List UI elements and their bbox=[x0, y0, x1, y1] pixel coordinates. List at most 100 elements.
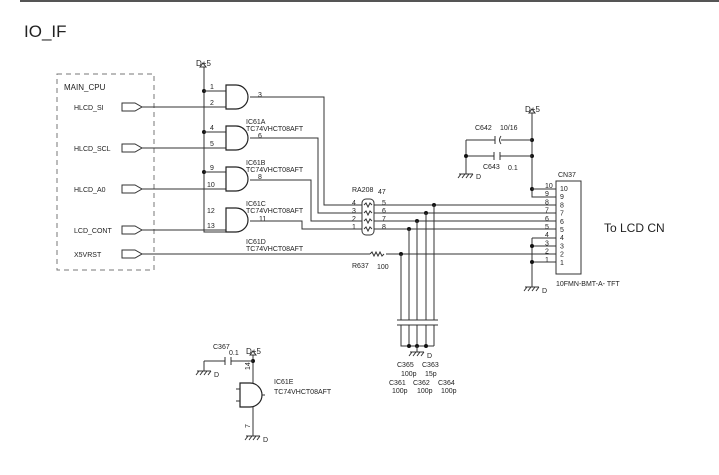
power-symbol-d5: D+5 bbox=[196, 59, 211, 68]
svg-text:C365: C365 bbox=[397, 362, 414, 369]
cn37-pin-outer-7: 7 bbox=[545, 208, 549, 215]
cn37-pins bbox=[531, 237, 556, 287]
svg-text:C362: C362 bbox=[413, 380, 430, 387]
and-gate-ic61c: 9 10 8 IC61C TC74VHCT08AFT bbox=[142, 165, 304, 215]
and-gate-ic61d: 12 13 11 IC61D TC74VHCT08AFT bbox=[142, 207, 304, 253]
svg-text:100p: 100p bbox=[401, 371, 417, 378]
svg-text:C361: C361 bbox=[389, 380, 406, 387]
svg-text:2: 2 bbox=[210, 100, 214, 107]
svg-text:5: 5 bbox=[210, 141, 214, 148]
cn37-pin-inner-6: 6 bbox=[560, 219, 564, 226]
svg-text:LCD_CONT: LCD_CONT bbox=[74, 228, 112, 235]
main-cpu-block bbox=[56, 73, 155, 271]
svg-text:D: D bbox=[427, 353, 432, 360]
svg-text:8: 8 bbox=[382, 224, 386, 231]
svg-text:1: 1 bbox=[210, 84, 214, 91]
svg-text:IC61E: IC61E bbox=[274, 379, 294, 386]
svg-text:4: 4 bbox=[210, 125, 214, 132]
svg-text:TC74VHCT08AFT: TC74VHCT08AFT bbox=[246, 126, 304, 133]
svg-text:6: 6 bbox=[258, 133, 262, 140]
svg-text:HLCD_A0: HLCD_A0 bbox=[74, 187, 106, 194]
svg-text:0.1: 0.1 bbox=[229, 350, 239, 357]
cn37-pin-inner-5: 5 bbox=[560, 227, 564, 234]
capacitor-c367: C367 0.1 bbox=[204, 344, 253, 365]
svg-text:100p: 100p bbox=[417, 388, 433, 395]
svg-text:IC61D: IC61D bbox=[246, 239, 266, 246]
svg-text:TC74VHCT08AFT: TC74VHCT08AFT bbox=[246, 208, 304, 215]
cn37-pin-outer-10: 10 bbox=[545, 183, 553, 190]
cn37-pin-inner-4: 4 bbox=[560, 235, 564, 242]
svg-text:10/16: 10/16 bbox=[500, 125, 518, 132]
cn37-pin-outer-6: 6 bbox=[545, 216, 549, 223]
svg-text:12: 12 bbox=[207, 208, 215, 215]
svg-text:RA208: RA208 bbox=[352, 187, 374, 194]
power-symbol-d5-ic61e: D+5 bbox=[246, 347, 261, 356]
cn37-pin-inner-1: 1 bbox=[560, 260, 564, 267]
svg-text:100: 100 bbox=[377, 264, 389, 271]
resistor-array-ra208: RA208 47 4 3 2 1 5 6 7 8 bbox=[352, 187, 386, 236]
cn37-pin-inner-9: 9 bbox=[560, 194, 564, 201]
to-lcd-label: To LCD CN bbox=[604, 221, 665, 235]
and-gate-ic61b: 4 5 6 IC61B TC74VHCT08AFT bbox=[142, 125, 304, 174]
svg-text:15p: 15p bbox=[425, 371, 437, 378]
and-gate-ic61a: 1 2 3 IC61A TC74VHCT08AFT bbox=[142, 84, 304, 133]
cn37-pin-inner-10: 10 bbox=[560, 186, 568, 193]
cn37-pin-outer-8: 8 bbox=[545, 199, 549, 206]
cn37-pin-inner-2: 2 bbox=[560, 252, 564, 259]
cpu-port-x5vrst: X5VRST bbox=[74, 249, 144, 259]
svg-text:4: 4 bbox=[352, 200, 356, 207]
svg-text:C367: C367 bbox=[213, 344, 230, 351]
svg-text:9: 9 bbox=[210, 165, 214, 172]
svg-text:0.1: 0.1 bbox=[508, 165, 518, 172]
svg-text:C643: C643 bbox=[483, 164, 500, 171]
cap-labels-bypass: C365 C363 100p 15p C361 C362 C364 100p 1… bbox=[389, 362, 457, 395]
ground-symbol-cn37: D bbox=[523, 286, 547, 295]
cn37-pin-inner-8: 8 bbox=[560, 202, 564, 209]
ic61e-gnd-pin: 7 bbox=[245, 424, 252, 428]
svg-text:6: 6 bbox=[382, 208, 386, 215]
svg-text:13: 13 bbox=[207, 223, 215, 230]
svg-text:C363: C363 bbox=[422, 362, 439, 369]
svg-text:5: 5 bbox=[382, 200, 386, 207]
cn37-pin-inner-7: 7 bbox=[560, 211, 564, 218]
power-symbol-d5-cn37: D+5 bbox=[525, 105, 540, 114]
top-rule bbox=[20, 0, 719, 2]
cn37-pin-outer-2: 2 bbox=[545, 249, 549, 256]
svg-text:47: 47 bbox=[378, 189, 386, 196]
cn37-pin-inner-3: 3 bbox=[560, 243, 564, 250]
cpu-port-hlcd-a0: HLCD_A0 bbox=[74, 184, 144, 194]
svg-text:HLCD_SI: HLCD_SI bbox=[74, 105, 104, 112]
svg-text:IC61B: IC61B bbox=[246, 160, 266, 167]
svg-text:CN37: CN37 bbox=[558, 172, 576, 179]
cpu-port-hlcd-scl: HLCD_SCL bbox=[74, 143, 144, 153]
svg-text:IC61C: IC61C bbox=[246, 201, 266, 208]
svg-text:R637: R637 bbox=[352, 263, 369, 270]
svg-text:11: 11 bbox=[259, 216, 266, 223]
svg-text:D: D bbox=[263, 437, 268, 444]
svg-text:1: 1 bbox=[352, 224, 356, 231]
svg-text:TC74VHCT08AFT: TC74VHCT08AFT bbox=[246, 246, 304, 253]
svg-text:C364: C364 bbox=[438, 380, 455, 387]
cpu-port-hlcd-si: HLCD_SI bbox=[74, 102, 144, 112]
and-gate-ic61e: IC61E TC74VHCT08AFT bbox=[236, 379, 332, 408]
connector-cn37: CN37 10FMN-BMT-A- TFT bbox=[555, 172, 620, 288]
svg-text:7: 7 bbox=[382, 216, 386, 223]
svg-text:3: 3 bbox=[258, 92, 262, 99]
svg-text:TC74VHCT08AFT: TC74VHCT08AFT bbox=[246, 167, 304, 174]
svg-text:10FMN-BMT-A- TFT: 10FMN-BMT-A- TFT bbox=[556, 281, 620, 288]
ground-symbol-ic61e: D bbox=[244, 435, 268, 444]
ground-symbol-c643: D bbox=[457, 173, 481, 181]
cn37-pin-outer-5: 5 bbox=[545, 224, 549, 231]
svg-text:3: 3 bbox=[352, 208, 356, 215]
svg-text:D: D bbox=[214, 372, 219, 379]
cn37-pin-outer-4: 4 bbox=[545, 232, 549, 239]
svg-text:C642: C642 bbox=[475, 125, 492, 132]
svg-text:2: 2 bbox=[352, 216, 356, 223]
svg-text:HLCD_SCL: HLCD_SCL bbox=[74, 146, 111, 153]
capacitor-c642: C642 10/16 bbox=[466, 125, 532, 145]
cpu-port-lcd-cont: LCD_CONT bbox=[74, 225, 144, 235]
capacitor-c643: C643 0.1 bbox=[466, 152, 532, 172]
page-title: IO_IF bbox=[24, 22, 67, 41]
